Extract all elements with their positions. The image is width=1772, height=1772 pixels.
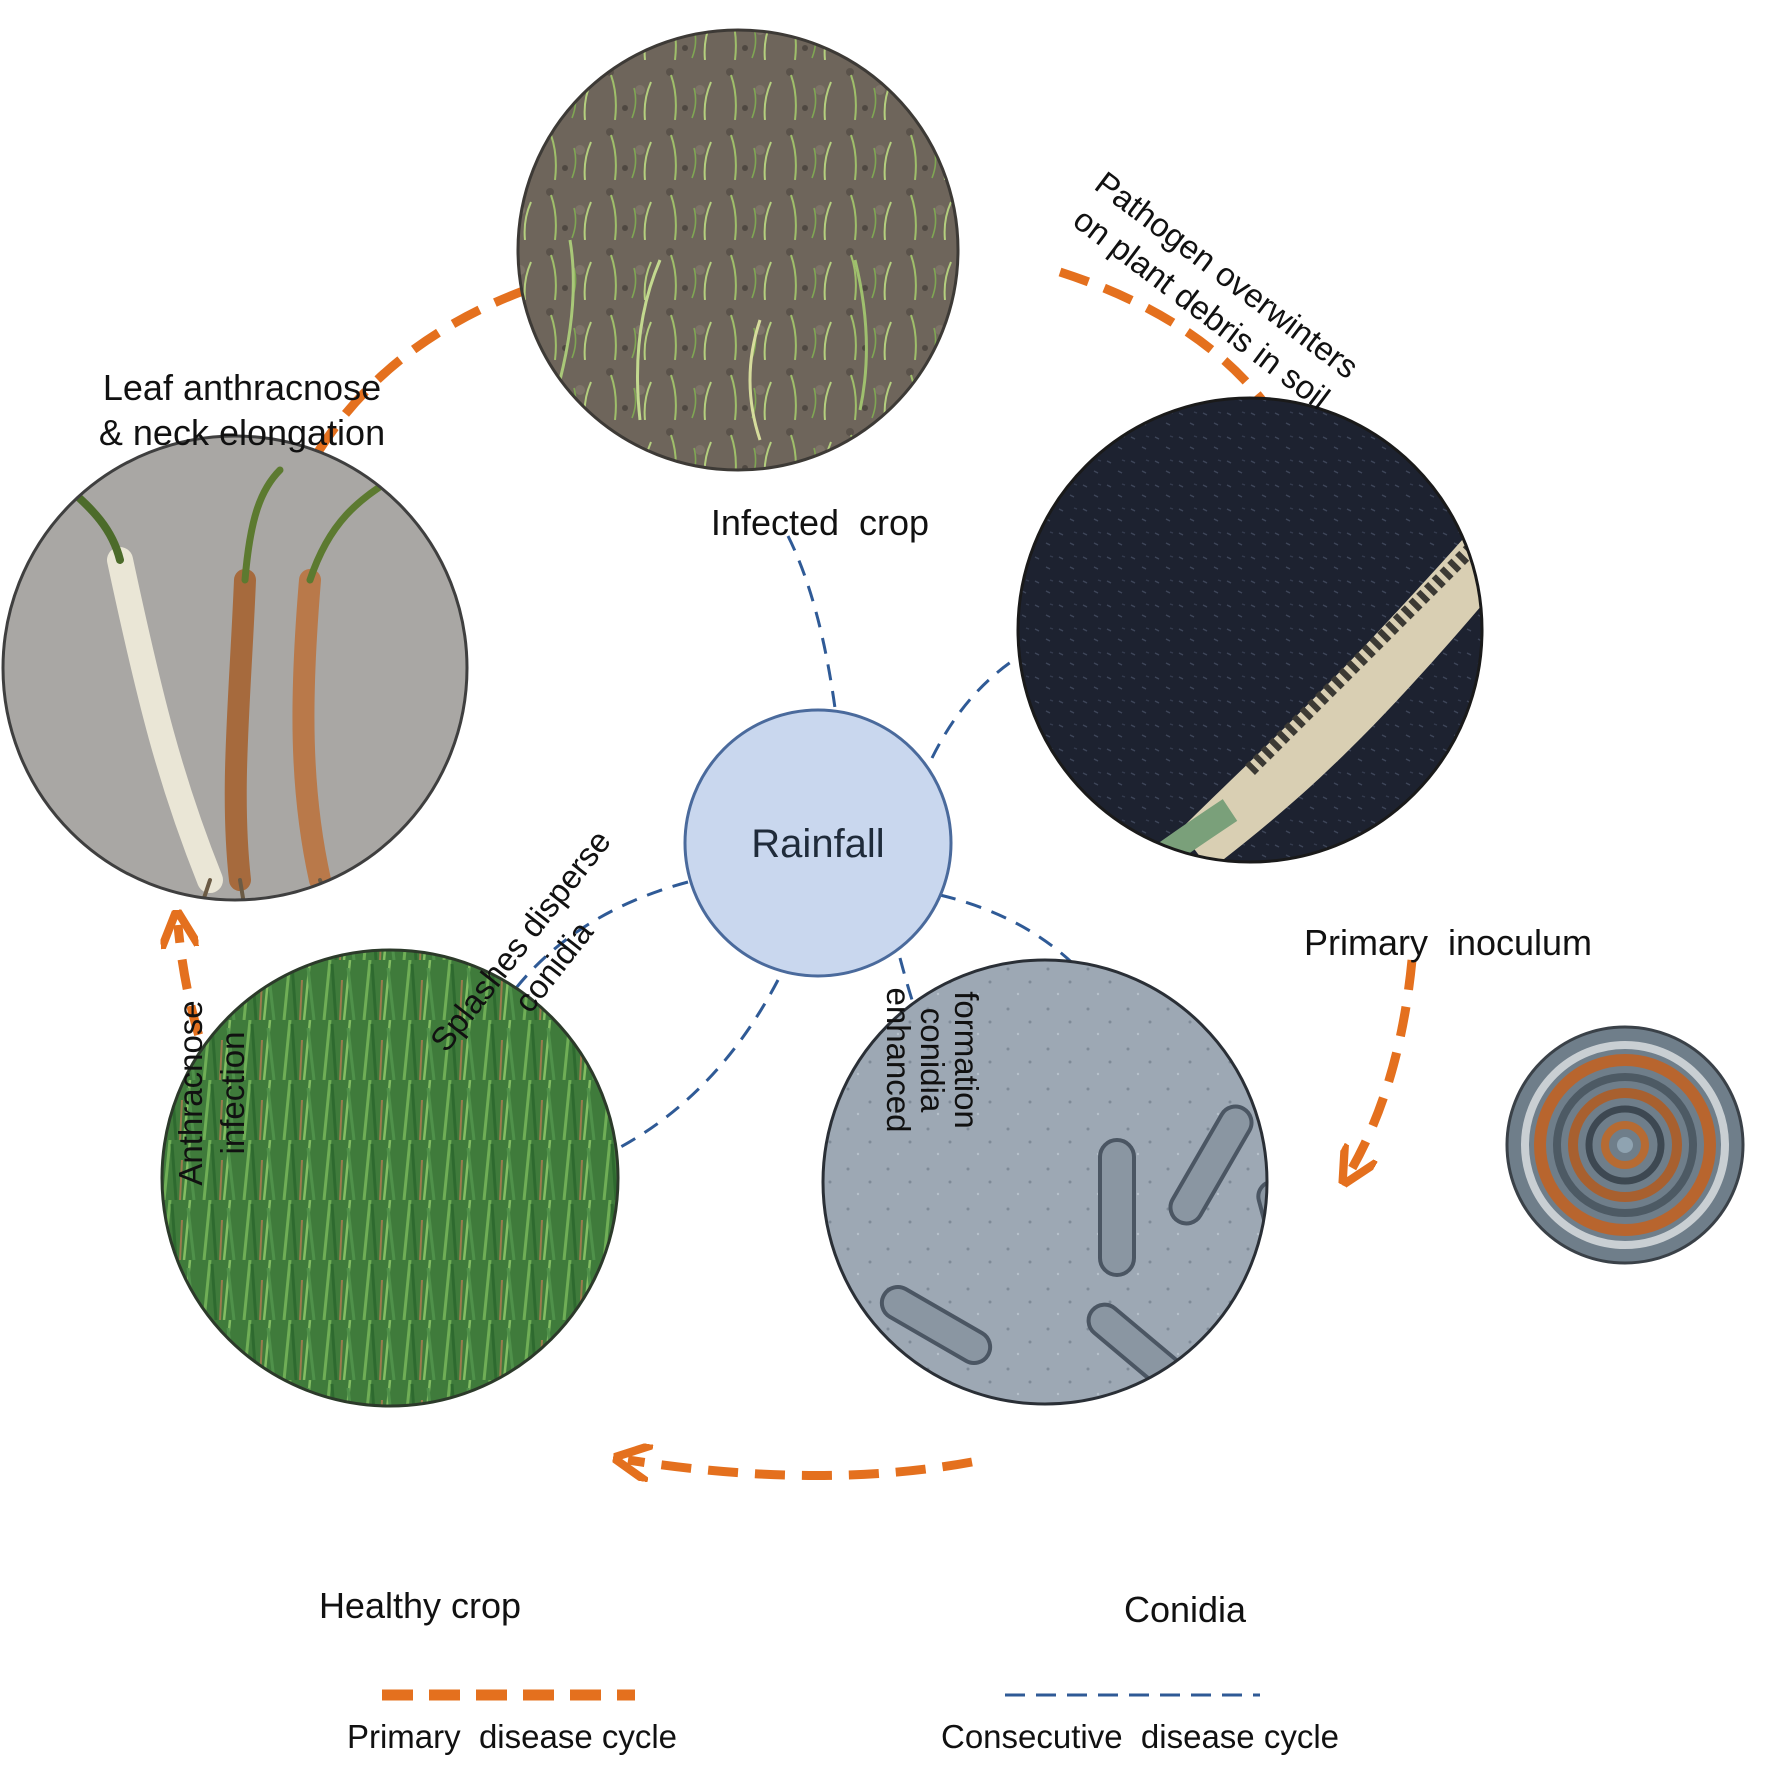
link-rainfall-healthy-outer [456, 880, 689, 1101]
arrow-conidia-to-healthy [628, 1460, 973, 1476]
leaf-anthracnose-photo [1, 434, 469, 902]
arrow-inoculum-to-conidia [1350, 959, 1417, 1172]
label-infected-crop: Infected crop [711, 502, 929, 543]
rainfall-node: Rainfall [683, 708, 953, 978]
link-rainfall-healthy-inner [589, 979, 780, 1164]
label-enhanced: enhanced conidia formation [880, 988, 985, 1133]
link-rainfall-conidia [939, 893, 1150, 1096]
label-leaf-anthracnose-1: Leaf anthracnose [103, 367, 381, 408]
label-enhanced-1: enhanced [880, 988, 917, 1133]
legend: Primary disease cycle Consecutive diseas… [347, 1689, 1339, 1755]
legend-consecutive-label: Consecutive disease cycle [941, 1718, 1339, 1755]
legend-primary-label: Primary disease cycle [347, 1718, 677, 1755]
label-infection-1: Anthracnose [172, 1000, 209, 1185]
label-healthy-crop: Healthy crop [319, 1585, 521, 1626]
healthy-crop-photo [160, 948, 620, 1408]
label-infection-2: infection [214, 1032, 251, 1155]
label-enhanced-2: conidia [914, 1008, 951, 1113]
link-infected-rainfall [786, 535, 837, 709]
label-conidia: Conidia [1124, 1589, 1247, 1630]
label-enhanced-3: formation [948, 991, 985, 1129]
conidia-photo [821, 958, 1269, 1406]
primary-inoculum-photo [1016, 396, 1484, 864]
arrow-infected-to-inoculum [1058, 267, 1300, 462]
infected-crop-photo [516, 28, 960, 472]
label-infection: Anthracnose infection [172, 1000, 251, 1185]
petri-dish-photo [1505, 1025, 1745, 1265]
arrow-leaf-to-infected [314, 280, 555, 455]
rainfall-label: Rainfall [751, 822, 884, 866]
link-rainfall-conidia-inner [898, 957, 992, 1173]
label-primary-inoculum: Primary inoculum [1304, 922, 1592, 963]
label-leaf-anthracnose-2: & neck elongation [99, 412, 385, 453]
